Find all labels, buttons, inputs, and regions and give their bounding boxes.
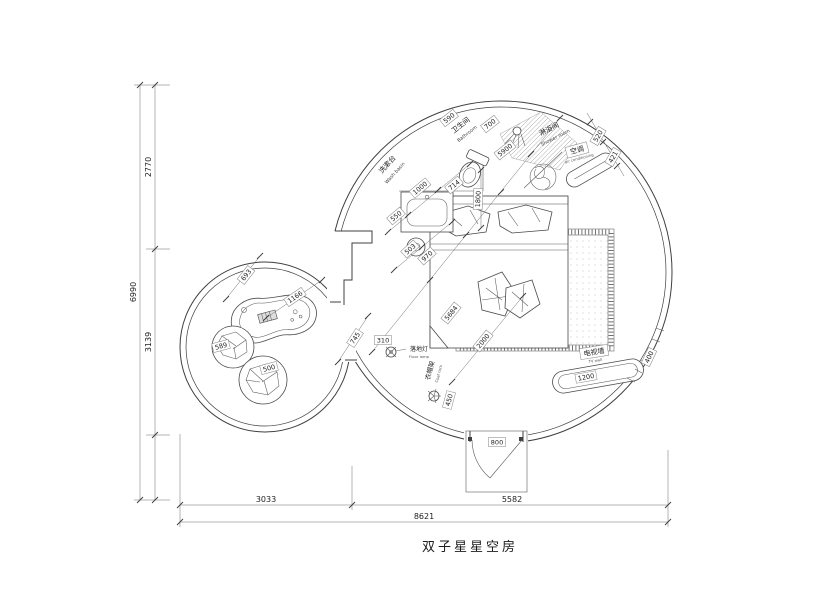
dim-left-top: 2770	[144, 157, 153, 177]
wash-basin	[400, 191, 454, 233]
svg-text:1200: 1200	[577, 372, 595, 383]
dim-left-mid: 3139	[144, 332, 153, 352]
shower-area	[499, 111, 578, 171]
dim-589: 589	[211, 339, 231, 353]
pillow-right	[497, 204, 553, 234]
throw-blanket-right	[504, 279, 541, 319]
dim-745: 745	[346, 328, 364, 348]
svg-text:589: 589	[214, 341, 228, 352]
porch	[465, 430, 528, 493]
floor-lamp-label-en: Floor lamp	[409, 354, 430, 359]
tv-wall-label-en: TV wall	[587, 357, 602, 364]
entrance-door	[465, 430, 528, 493]
drawing-title: 双子星星空房	[422, 539, 518, 555]
dimension-bottom: 3033 5582 8621	[176, 434, 672, 527]
tub-faucet	[241, 307, 247, 313]
dim-310: 310	[374, 335, 392, 345]
dimension-left: 2770 3139 6990	[129, 81, 170, 504]
dim-left-total: 6990	[129, 282, 138, 302]
coat-rack-label-en: Coat rack	[434, 363, 444, 383]
dim-bottom-total: 8621	[414, 512, 434, 521]
floor-lamp-label-cn: 落地灯	[410, 345, 428, 353]
dim-1200: 1200	[574, 370, 598, 384]
ac-label: 空调 air conditioning	[564, 141, 595, 164]
svg-text:310: 310	[377, 336, 389, 344]
niche-mask	[327, 231, 372, 305]
tv-console	[552, 358, 644, 394]
dim-800: 800	[488, 437, 506, 447]
small-room-dims: 693 1166 589 500 745	[211, 252, 372, 375]
floor-lamp	[385, 346, 407, 358]
small-room-shell	[179, 261, 351, 433]
shower-head-icon	[512, 126, 522, 136]
svg-text:1800: 1800	[474, 191, 483, 208]
door-leaf	[489, 439, 523, 479]
tv-wall-label-cn: 电视墙	[583, 346, 605, 358]
seat-round-large	[238, 355, 288, 405]
dim-450: 450	[442, 390, 456, 410]
ceiling-fan	[529, 163, 557, 191]
dim-bottom-left: 3033	[256, 495, 276, 504]
blanket-fold-corner	[429, 324, 449, 349]
wall-niche	[335, 230, 373, 305]
junction-opening-mask	[328, 302, 356, 362]
dim-1800: 1800	[472, 188, 484, 210]
dim-bottom-right: 5582	[502, 495, 522, 504]
dim-400: 400	[640, 347, 658, 367]
coat-rack-symbol	[427, 388, 441, 404]
svg-text:500: 500	[262, 363, 276, 374]
svg-text:450: 450	[444, 393, 455, 407]
svg-text:800: 800	[491, 438, 503, 446]
dim-700: 700	[480, 114, 500, 134]
dim-500: 500	[259, 361, 279, 375]
tv-wall-label: 电视墙 TV wall	[579, 344, 609, 364]
ac-label-cn: 空调	[569, 144, 585, 156]
bed	[406, 195, 569, 349]
door-swing-arc	[471, 439, 491, 479]
